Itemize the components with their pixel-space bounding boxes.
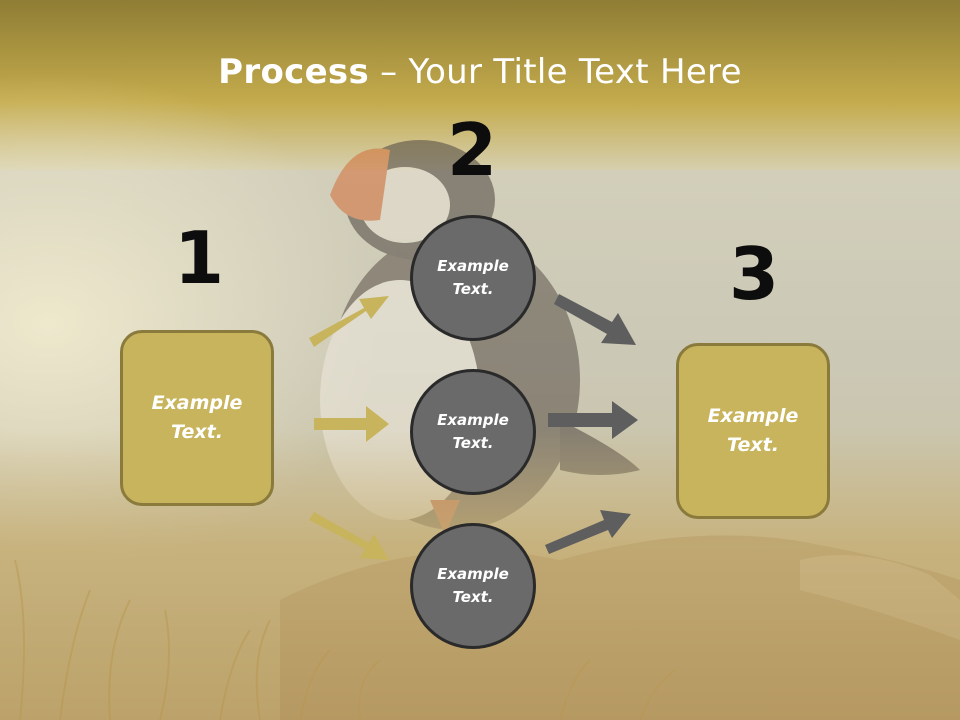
step-number-2: 2 xyxy=(446,108,498,192)
title-rest: – Your Title Text Here xyxy=(369,52,742,92)
circle-middle-line2: Text. xyxy=(452,434,494,452)
step-1-text-line1: Example xyxy=(151,392,243,414)
circle-top-line1: Example xyxy=(437,257,509,275)
step-number-1: 1 xyxy=(173,216,225,300)
step-number-3: 3 xyxy=(728,232,780,316)
circle-top-line2: Text. xyxy=(452,280,494,298)
step-3-text-line2: Text. xyxy=(727,434,779,456)
step-1-text-line2: Text. xyxy=(171,421,223,443)
slide-title: Process – Your Title Text Here xyxy=(0,52,960,92)
circle-bottom-line1: Example xyxy=(437,565,509,583)
circle-middle-line1: Example xyxy=(437,411,509,429)
circle-bottom-line2: Text. xyxy=(452,588,494,606)
step-3-text-line1: Example xyxy=(707,405,799,427)
title-bold: Process xyxy=(218,52,370,92)
